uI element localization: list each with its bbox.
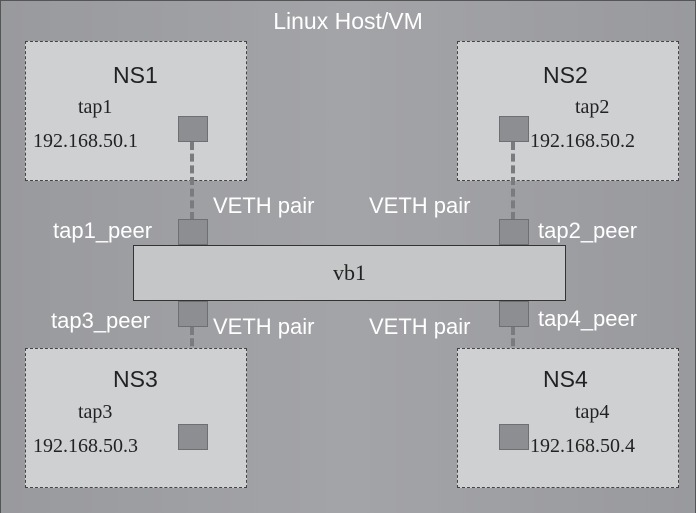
tap1-port [178, 116, 208, 142]
ns2-label: NS2 [543, 62, 588, 88]
veth-pair-label-1: VETH pair [213, 193, 315, 218]
tap4-ip: 192.168.50.4 [530, 435, 635, 457]
ns3-label: NS3 [113, 366, 158, 392]
namespace-ns3 [25, 348, 247, 488]
tap1-peer-label: tap1_peer [53, 218, 153, 243]
tap3-peer-label: tap3_peer [51, 308, 151, 333]
tap3-ip: 192.168.50.3 [33, 435, 138, 457]
veth-link-1 [190, 142, 198, 220]
tap2-label: tap2 [575, 96, 610, 118]
tap4-port [499, 424, 529, 450]
veth-pair-label-3: VETH pair [213, 314, 315, 339]
veth-link-2 [511, 142, 519, 220]
tap2-peer-port [499, 219, 529, 245]
host-title: Linux Host/VM [273, 8, 423, 34]
ns1-label: NS1 [113, 62, 158, 88]
tap1-ip: 192.168.50.1 [33, 130, 138, 152]
tap3-label: tap3 [78, 401, 113, 423]
tap3-port [178, 424, 208, 450]
tap1-label: tap1 [78, 96, 113, 118]
tap3-peer-port [178, 301, 208, 327]
tap4-peer-port [499, 301, 529, 327]
veth-pair-label-4: VETH pair [369, 314, 471, 339]
tap2-peer-label: tap2_peer [538, 218, 638, 243]
bridge-vb1: vb1 [133, 245, 566, 301]
tap2-ip: 192.168.50.2 [530, 130, 635, 152]
tap4-label: tap4 [575, 401, 610, 423]
ns4-label: NS4 [543, 366, 588, 392]
namespace-ns4 [457, 348, 679, 488]
namespace-ns2 [457, 41, 679, 181]
bridge-label: vb1 [333, 260, 366, 285]
namespace-ns1 [25, 41, 247, 181]
tap2-port [499, 116, 529, 142]
tap4-peer-label: tap4_peer [538, 306, 638, 331]
tap1-peer-port [178, 219, 208, 245]
veth-pair-label-2: VETH pair [369, 193, 471, 218]
